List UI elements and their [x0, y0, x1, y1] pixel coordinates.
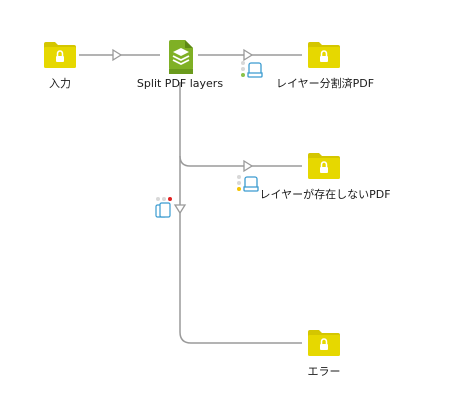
- node-label-input: 入力: [49, 77, 71, 90]
- arrow-icon: [112, 48, 123, 62]
- error-connection-icon[interactable]: [155, 197, 172, 218]
- locked-folder-icon[interactable]: [44, 42, 76, 68]
- data-connection-icon[interactable]: [237, 175, 259, 192]
- data-connection-icon[interactable]: [241, 61, 263, 78]
- locked-folder-icon[interactable]: [308, 42, 340, 68]
- node-label-split-pdf-layers: Split PDF layers: [136, 77, 224, 90]
- locked-folder-icon[interactable]: [308, 153, 340, 179]
- arrow-icon: [243, 159, 254, 173]
- arrow-icon: [243, 48, 254, 62]
- node-label-out-error: エラー: [307, 365, 341, 378]
- arrow-icon: [173, 204, 187, 215]
- connector-split-to-no-layers[interactable]: [179, 82, 302, 167]
- locked-folder-icon[interactable]: [308, 330, 340, 356]
- node-label-out-no-layers: レイヤーが存在しないPDF: [259, 188, 391, 201]
- split-layers-icon[interactable]: [169, 40, 193, 74]
- connector-split-to-error[interactable]: [179, 156, 302, 344]
- node-label-out-split: レイヤー分割済PDF: [275, 77, 375, 90]
